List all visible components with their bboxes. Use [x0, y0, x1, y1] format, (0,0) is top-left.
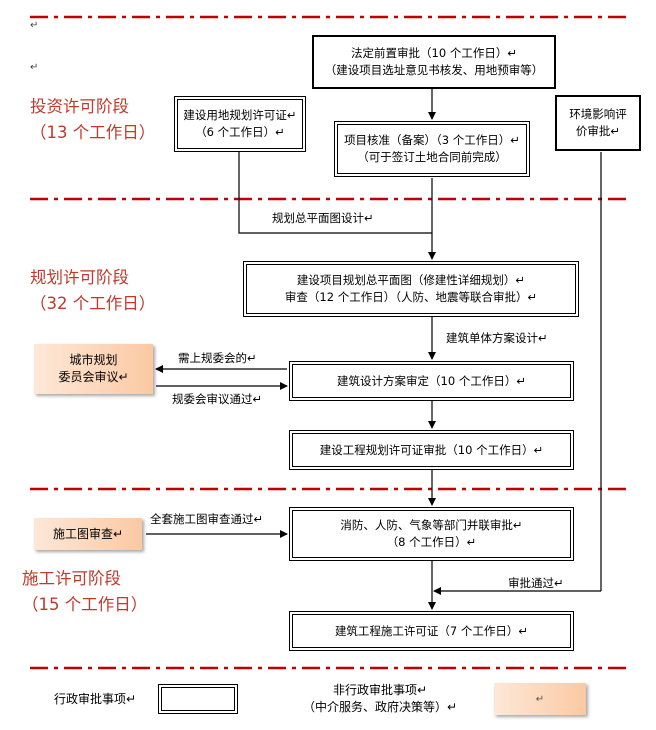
phase-construction-title: 施工许可阶段: [22, 569, 121, 588]
box-eia: 环境影响评 价审批↵: [555, 95, 641, 151]
legend-nonadmin-label-line2: （中介服务、政府决策等）↵: [302, 700, 458, 714]
paragraph-mark: ↵: [30, 62, 39, 73]
legend-nonadmin-swatch-mark: ↵: [535, 693, 545, 705]
box-design-review-line1: 建筑设计方案审定（10 个工作日）↵: [337, 373, 526, 388]
box-project-approval-line1: 项目核准（备案）（3 个工作日）↵: [344, 133, 520, 147]
box-land-permit-line2: （6 个工作日）↵: [195, 125, 285, 139]
box-drawing-review-line1: 施工图审查↵: [52, 526, 124, 541]
box-city-committee: 城市规划 委员会审议↵: [34, 344, 153, 394]
phase-investment-title: 投资许可阶段: [30, 97, 129, 116]
phase-planning-duration: （32 个工作日）: [30, 294, 156, 313]
box-joint-approval-line1: 消防、人防、气象等部门并联审批↵: [340, 518, 523, 532]
label-single-building-design: 建筑单体方案设计↵: [446, 331, 548, 345]
box-pre-approval-line2: （建设项目选址意见书核发、用地预审等）: [324, 63, 544, 77]
box-plan-review: 建设项目规划总平面图（修建性详细规划）↵ 审查（12 个工作日）（人防、地震等联…: [243, 261, 579, 317]
box-project-approval: 项目核准（备案）（3 个工作日）↵ （可于签订土地合同前完成）: [334, 121, 530, 177]
legend-nonadmin-swatch: ↵: [494, 683, 586, 715]
phase-construction: 施工许可阶段 （15 个工作日）: [22, 566, 147, 618]
label-master-plan-design: 规划总平面图设计↵: [272, 211, 374, 225]
phase-investment: 投资许可阶段 （13 个工作日）: [30, 94, 155, 146]
line-land-permit-down: [238, 151, 432, 234]
phase-construction-duration: （15 个工作日）: [22, 595, 148, 614]
legend-admin-label: 行政审批事项↵: [54, 692, 137, 706]
phase-investment-duration: （13 个工作日）: [30, 123, 156, 142]
box-plan-review-line2: 审查（12 个工作日）（人防、地震等联合审批）↵: [284, 290, 538, 304]
box-pre-approval-line1: 法定前置审批（10 个工作日）↵: [351, 46, 517, 60]
box-design-review: 建筑设计方案审定（10 个工作日）↵: [289, 361, 574, 401]
box-planning-permit: 建设工程规划许可证审批（10 个工作日）↵: [289, 430, 574, 470]
box-pre-approval: 法定前置审批（10 个工作日）↵ （建设项目选址意见书核发、用地预审等）: [312, 35, 556, 89]
phase-planning: 规划许可阶段 （32 个工作日）: [30, 265, 155, 317]
legend-nonadmin-label: 非行政审批事项↵ （中介服务、政府决策等）↵: [286, 682, 474, 716]
box-project-approval-line2: （可于签订土地合同前完成）: [357, 150, 507, 164]
box-eia-line1: 环境影响评: [569, 107, 627, 121]
box-land-permit: 建设用地规划许可证↵ （6 个工作日）↵: [174, 96, 306, 152]
legend-nonadmin-label-line1: 非行政审批事项↵: [332, 683, 428, 697]
box-joint-approval: 消防、人防、气象等部门并联审批↵ （8 个工作日）↵: [289, 507, 574, 561]
label-approval-passed: 审批通过↵: [508, 576, 564, 590]
box-city-committee-line2: 委员会审议↵: [58, 370, 129, 384]
box-planning-permit-line1: 建设工程规划许可证审批（10 个工作日）↵: [319, 442, 544, 457]
label-needs-committee: 需上规委会的↵: [178, 351, 257, 365]
label-committee-passed: 规委会审议通过↵: [172, 392, 263, 406]
legend-admin-swatch: [158, 684, 238, 714]
box-joint-approval-line2: （8 个工作日）↵: [386, 535, 477, 549]
phase-planning-title: 规划许可阶段: [30, 268, 129, 287]
box-eia-line2: 价审批↵: [575, 124, 621, 138]
box-construction-permit-line1: 建筑工程施工许可证（7 个工作日）↵: [334, 623, 529, 638]
box-drawing-review: 施工图审查↵: [34, 518, 142, 550]
box-city-committee-line1: 城市规划: [69, 353, 118, 367]
box-land-permit-line1: 建设用地规划许可证↵: [183, 108, 297, 122]
paragraph-mark: ↵: [30, 20, 39, 31]
box-construction-permit: 建筑工程施工许可证（7 个工作日）↵: [289, 611, 574, 651]
label-drawings-passed: 全套施工图审查通过↵: [150, 512, 264, 526]
box-plan-review-line1: 建设项目规划总平面图（修建性详细规划）↵: [296, 273, 526, 287]
